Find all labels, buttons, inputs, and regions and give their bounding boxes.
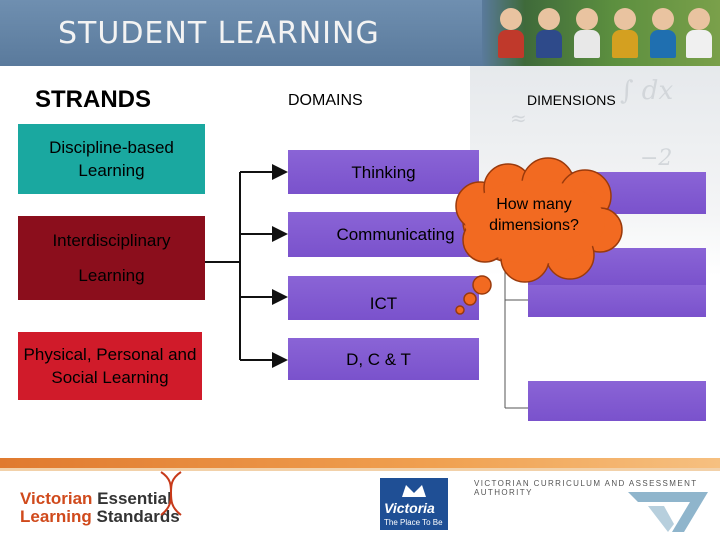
strand-label: Physical, Personal and Social Learning bbox=[23, 345, 197, 387]
domain-label: D, C & T bbox=[346, 349, 411, 369]
victoria-name: Victoria bbox=[384, 500, 435, 516]
chalk-scribble: −2 bbox=[640, 146, 673, 171]
vels-logo: Victorian Essential Learning Standards bbox=[20, 490, 180, 526]
banner-title: STUDENT LEARNING bbox=[58, 16, 380, 51]
student-figure bbox=[500, 8, 522, 30]
student-figure bbox=[536, 30, 562, 58]
callout-text: How many dimensions? bbox=[489, 196, 579, 234]
domain-label: ICT bbox=[369, 293, 398, 313]
domain-label: Communicating bbox=[336, 225, 455, 244]
strand-label-line2: Learning bbox=[78, 266, 145, 285]
footer-divider bbox=[0, 468, 720, 471]
strand-label: Discipline-based Learning bbox=[49, 138, 174, 180]
student-figure bbox=[652, 8, 674, 30]
strand-physical-personal-social: Physical, Personal and Social Learning bbox=[18, 332, 202, 400]
student-figure bbox=[538, 8, 560, 30]
student-figure bbox=[612, 30, 638, 58]
chalk-scribble: ∫ dx bbox=[620, 76, 674, 106]
strand-interdisciplinary: Interdisciplinary Learning bbox=[18, 216, 205, 300]
vcaa-label: VICTORIAN CURRICULUM AND ASSESSMENT AUTH… bbox=[474, 479, 698, 497]
student-figure bbox=[498, 30, 524, 58]
domain-ict: ICT bbox=[288, 276, 479, 320]
victoria-tagline: The Place To Be bbox=[384, 518, 443, 527]
domain-communicating: Communicating bbox=[288, 212, 479, 257]
domains-heading: DOMAINS bbox=[288, 92, 363, 109]
vels-word: Essential bbox=[97, 489, 172, 508]
victoria-logo: Victoria The Place To Be bbox=[380, 478, 448, 530]
student-figure bbox=[688, 8, 710, 30]
student-figure bbox=[650, 30, 676, 58]
strand-label-line1: Interdisciplinary bbox=[52, 231, 171, 250]
vels-word: Victorian bbox=[20, 489, 93, 508]
students-photo bbox=[482, 0, 720, 66]
vels-word: Standards bbox=[96, 507, 180, 526]
student-figure bbox=[614, 8, 636, 30]
dna-helix-icon bbox=[160, 471, 182, 516]
vcaa-logo-icon bbox=[628, 492, 708, 532]
footer-band bbox=[0, 458, 720, 468]
domain-dct: D, C & T bbox=[288, 338, 479, 380]
chalk-scribble: ≈ bbox=[510, 106, 527, 130]
dimension-box bbox=[528, 381, 706, 421]
domain-thinking: Thinking bbox=[288, 150, 479, 194]
domain-label: Thinking bbox=[351, 162, 416, 182]
dimensions-heading: DIMENSIONS bbox=[527, 92, 616, 108]
vels-word: Learning bbox=[20, 507, 92, 526]
dimension-box bbox=[528, 285, 706, 317]
student-figure bbox=[576, 8, 598, 30]
student-figure bbox=[686, 30, 712, 58]
strands-heading: STRANDS bbox=[35, 86, 152, 113]
student-figure bbox=[574, 30, 600, 58]
crown-icon bbox=[402, 485, 426, 497]
strand-discipline-based: Discipline-based Learning bbox=[18, 124, 205, 194]
